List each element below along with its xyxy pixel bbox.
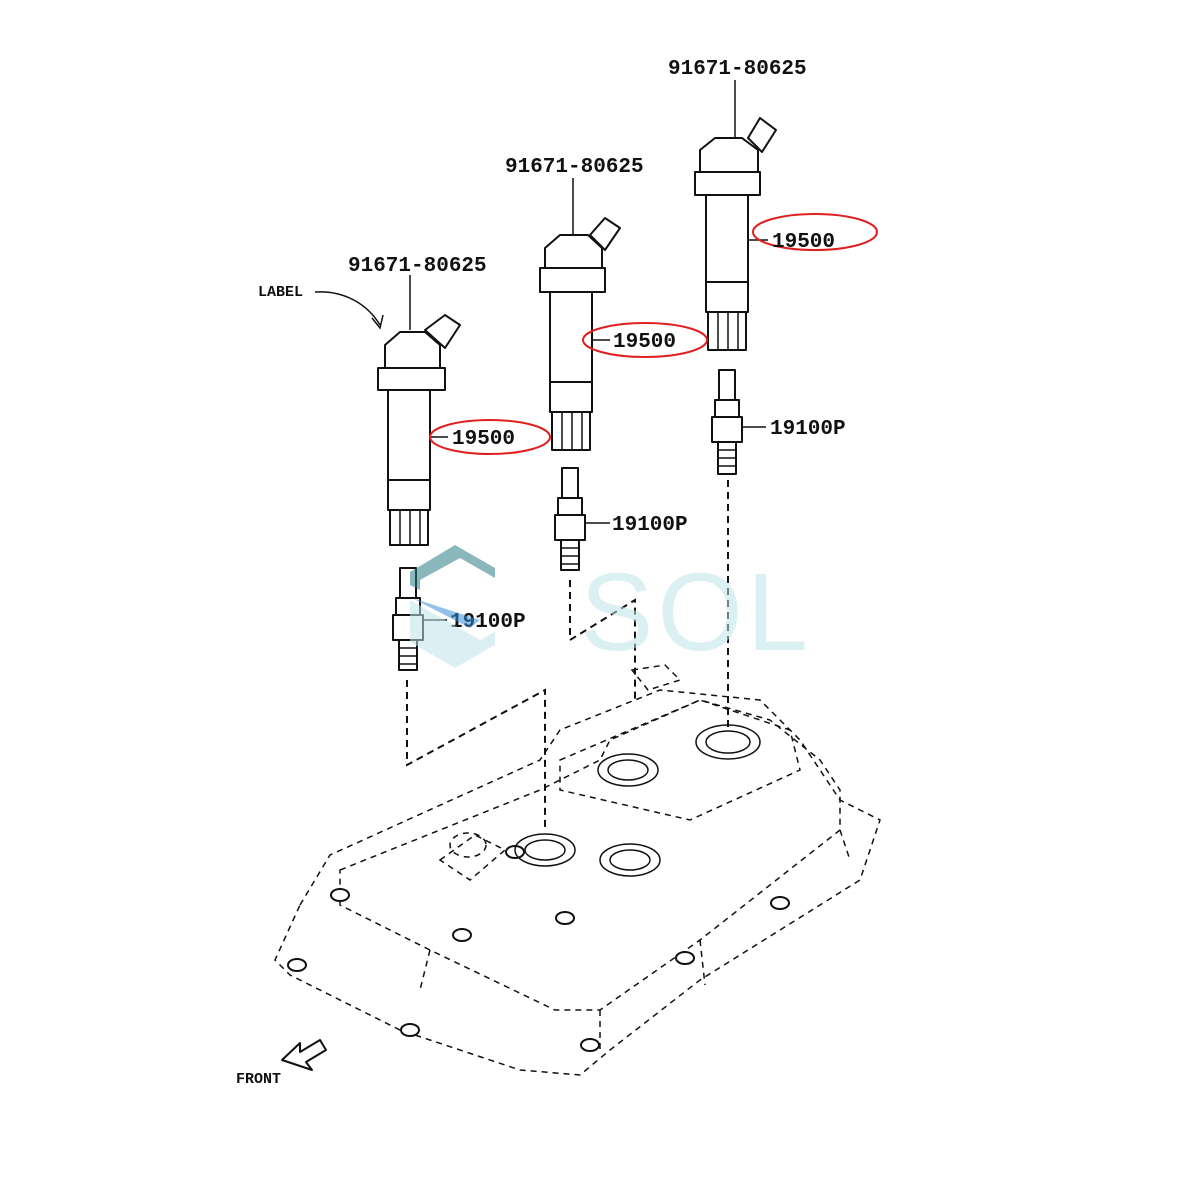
ignition-coil-2 xyxy=(539,178,621,451)
front-label: FRONT xyxy=(236,1071,281,1088)
bolt-label-3: 91671-80625 xyxy=(668,58,807,81)
cylinder-head-cover xyxy=(274,664,881,1076)
sol-logo-icon xyxy=(410,545,495,668)
cover-bolts xyxy=(287,845,790,1052)
plug-label-2: 19100P xyxy=(612,514,688,537)
plug-label-3: 19100P xyxy=(770,418,846,441)
coil-label-1: 19500 xyxy=(452,428,515,451)
highlight-ellipses xyxy=(429,213,878,455)
sol-watermark: SOL xyxy=(410,545,812,674)
front-arrow-icon xyxy=(281,1039,327,1071)
spark-plug-3 xyxy=(711,369,743,475)
coil-label-3: 19500 xyxy=(772,231,835,254)
coil-label-2: 19500 xyxy=(613,331,676,354)
bolt-label-2: 91671-80625 xyxy=(505,156,644,179)
label-note: LABEL xyxy=(258,284,303,301)
ignition-coil-1 xyxy=(314,275,461,546)
bolt-label-1: 91671-80625 xyxy=(348,255,487,278)
watermark-text: SOL xyxy=(580,551,812,674)
spark-plug-1 xyxy=(392,567,424,671)
plug-holes xyxy=(514,724,761,877)
ignition-coil-3 xyxy=(694,80,777,351)
spark-plug-2 xyxy=(554,467,586,571)
guide-lines xyxy=(406,480,729,830)
